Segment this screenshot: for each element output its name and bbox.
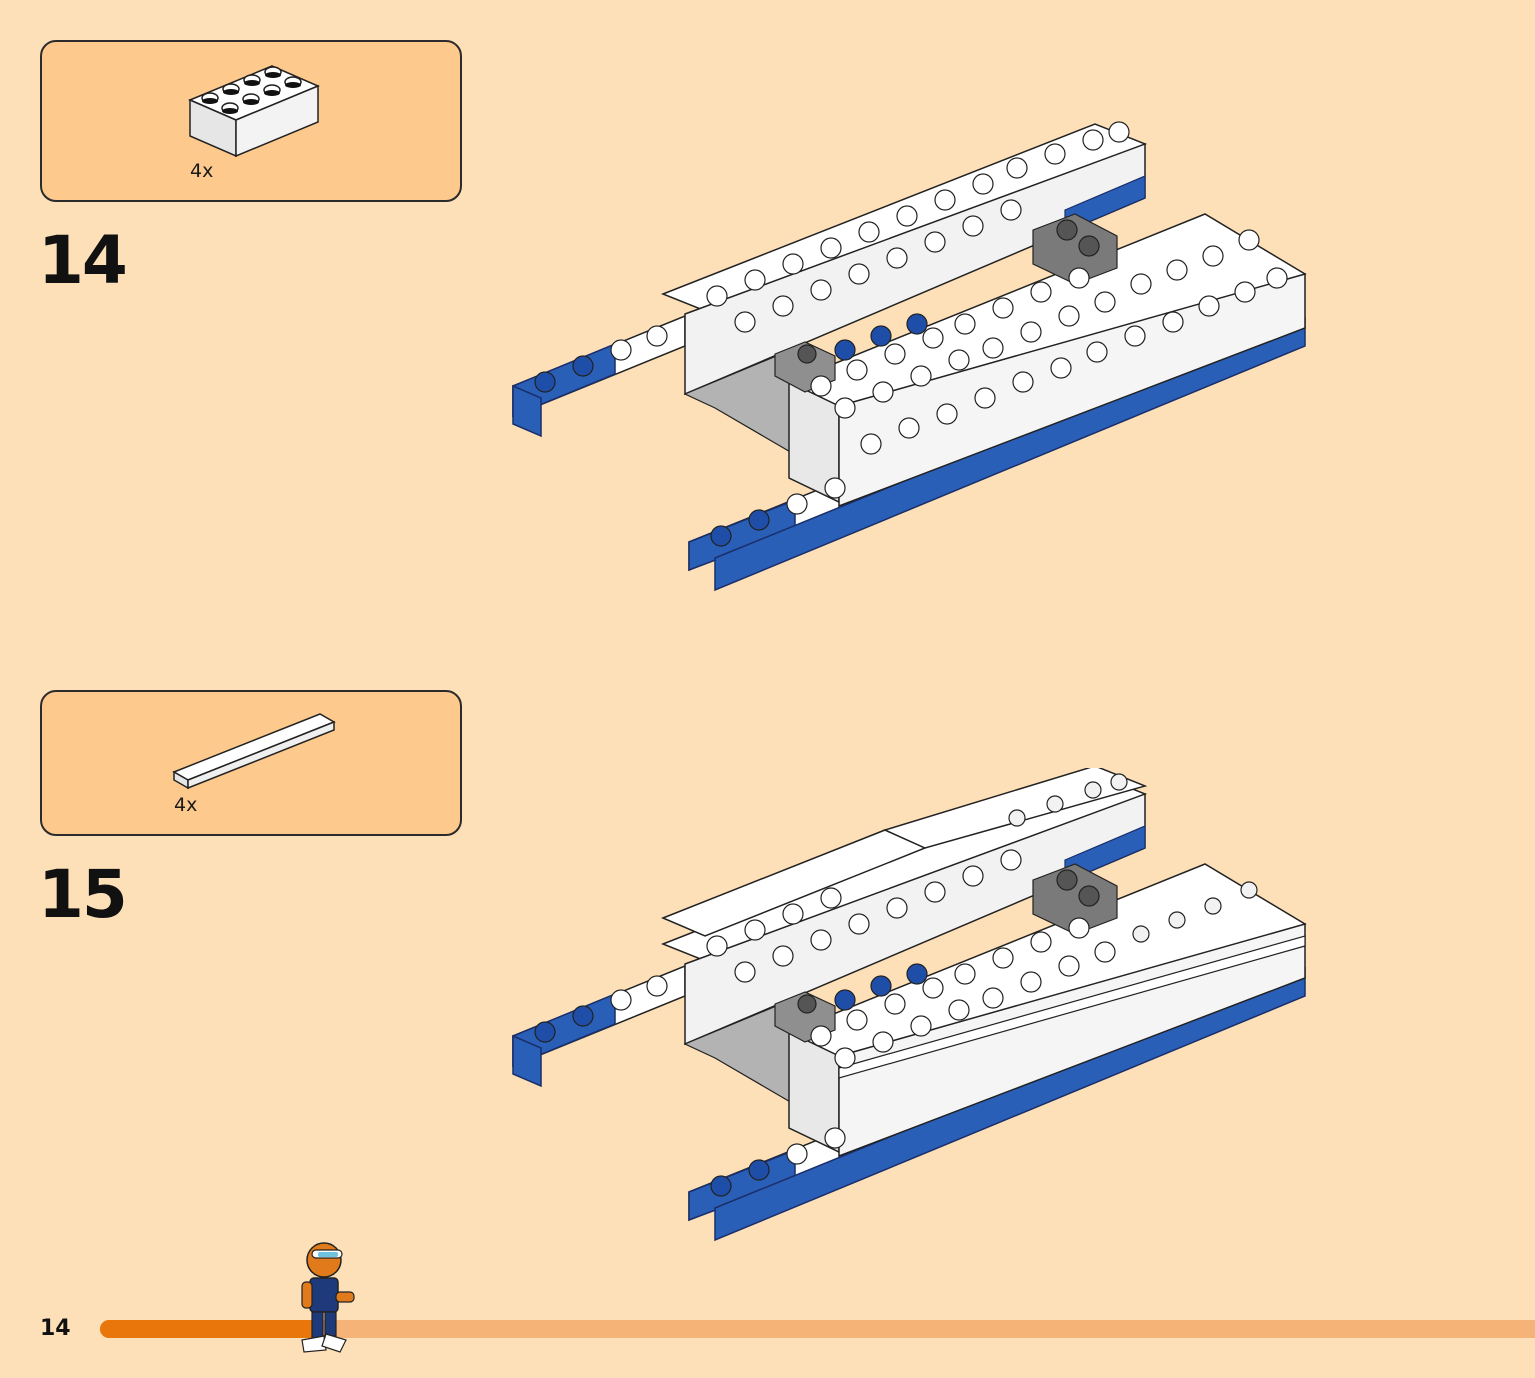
- step-number: 15: [38, 856, 128, 933]
- model-build-step-15: [512, 768, 1307, 1242]
- part-quantity: 4x: [190, 160, 214, 182]
- white-2x4-brick-icon: [188, 65, 320, 158]
- parts-callout-step-14: 4x: [40, 40, 462, 202]
- parts-callout-step-15: 4x: [40, 690, 462, 836]
- white-1x6-tile-icon: [172, 713, 336, 790]
- step-number: 14: [38, 222, 128, 299]
- part-quantity: 4x: [174, 794, 198, 816]
- progress-bar-fill: [100, 1320, 319, 1338]
- page-number: 14: [40, 1316, 71, 1341]
- runner-minifigure-icon: [301, 1242, 355, 1353]
- model-build-step-14: [512, 121, 1307, 592]
- progress-bar: [100, 1320, 1535, 1338]
